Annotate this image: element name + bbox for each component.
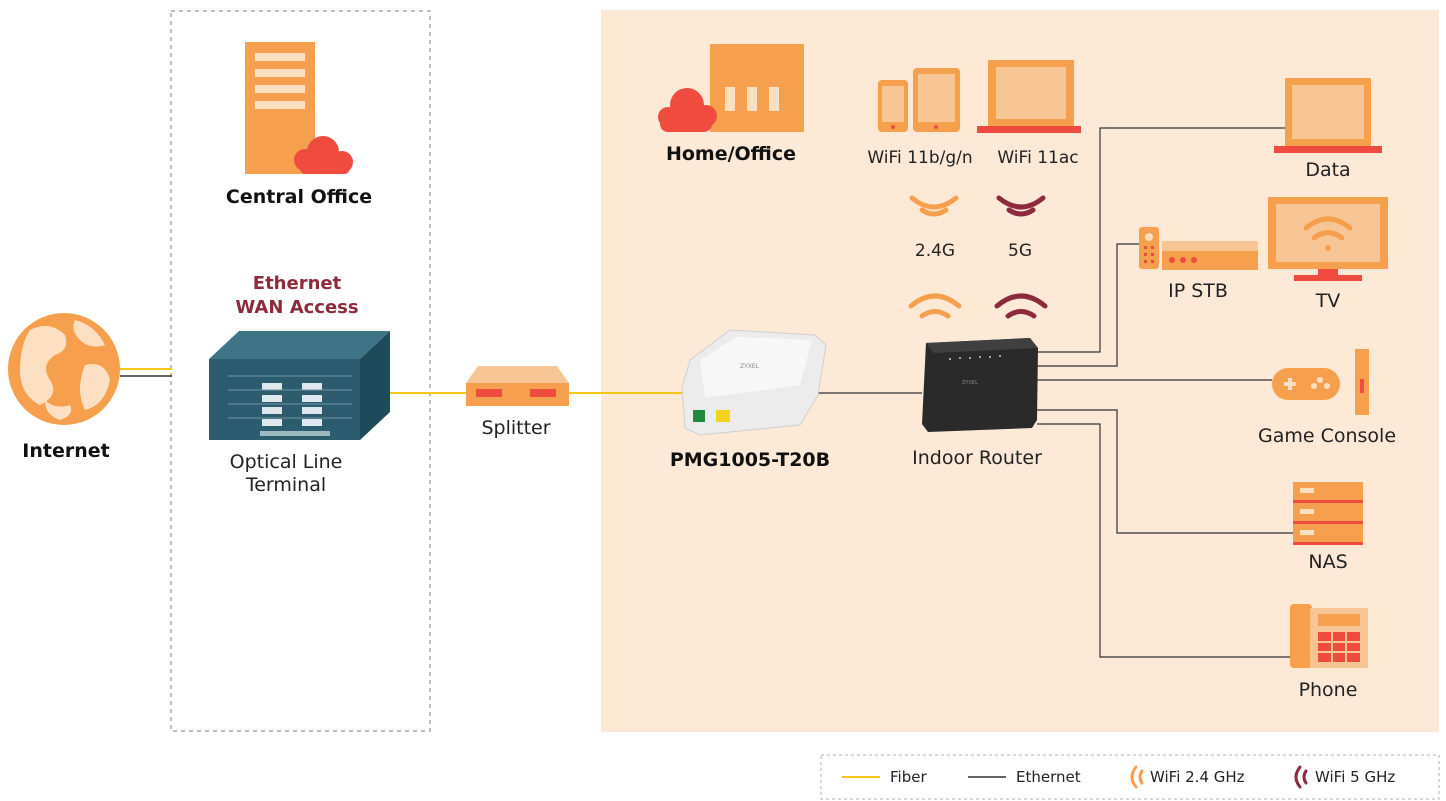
- central-office-label: Central Office: [226, 186, 372, 208]
- phone-tablet-icon: [878, 68, 960, 132]
- band-24-label: 2.4G: [915, 241, 955, 261]
- legend-fiber-label: Fiber: [890, 768, 927, 786]
- legend-wifi24-icon: [1130, 765, 1144, 789]
- router-icon: ZYXEL: [922, 338, 1038, 432]
- nas-label: NAS: [1308, 551, 1347, 573]
- ethernet-line-data: [1037, 127, 1285, 353]
- tv-label: TV: [1315, 290, 1341, 312]
- router-label: Indoor Router: [912, 447, 1042, 469]
- connections: [120, 127, 1293, 658]
- phone-label: Phone: [1299, 679, 1358, 701]
- globe-icon: [8, 313, 120, 425]
- svg-text:ZYXEL: ZYXEL: [962, 380, 978, 386]
- ethernet-wan-label-2: WAN Access: [235, 297, 358, 318]
- internet-label: Internet: [22, 440, 109, 462]
- home-office-label: Home/Office: [666, 143, 796, 165]
- laptop-icon-ac: [977, 60, 1081, 133]
- ip-stb-label: IP STB: [1168, 280, 1228, 302]
- ont-label: PMG1005-T20B: [670, 449, 830, 471]
- central-office-area: [170, 10, 431, 732]
- legend: Fiber Ethernet WiFi 2.4 GHz WiFi 5 GHz: [820, 754, 1440, 800]
- splitter-label: Splitter: [481, 417, 550, 439]
- wifi-n-label: WiFi 11b/g/n: [867, 148, 972, 168]
- ont-device-icon: ZYXEL: [681, 329, 827, 436]
- server-cloud-icon: [245, 42, 353, 174]
- band-5-label: 5G: [1008, 241, 1032, 261]
- wifi5-wave-bottom: [994, 293, 1048, 319]
- ethernet-line-phone: [1037, 423, 1290, 658]
- legend-wifi5-label: WiFi 5 GHz: [1315, 768, 1395, 786]
- gamepad-icon: [1272, 349, 1369, 415]
- svg-text:ZYXEL: ZYXEL: [740, 363, 760, 370]
- olt-label-2: Terminal: [245, 474, 326, 496]
- house-cloud-icon: [658, 44, 804, 132]
- ethernet-line-stb: [1037, 243, 1140, 367]
- splitter-icon: [466, 366, 569, 406]
- ethernet-line-nas: [1037, 409, 1293, 534]
- wifi5-wave-top: [996, 195, 1046, 217]
- wifi-ac-label: WiFi 11ac: [997, 148, 1078, 168]
- legend-wifi24-label: WiFi 2.4 GHz: [1150, 768, 1245, 786]
- set-top-box-icon: [1139, 227, 1258, 270]
- data-label: Data: [1305, 159, 1350, 181]
- tv-icon: [1268, 197, 1388, 281]
- game-console-label: Game Console: [1258, 425, 1396, 447]
- olt-label-1: Optical Line: [230, 451, 343, 473]
- wifi24-wave-top: [909, 195, 959, 217]
- desk-phone-icon: [1290, 604, 1368, 668]
- legend-wifi5-icon: [1294, 765, 1308, 789]
- laptop-icon: [1274, 78, 1382, 153]
- olt-chassis-icon: [209, 331, 390, 440]
- wifi24-wave-bottom: [908, 293, 962, 319]
- ethernet-wan-label-1: Ethernet: [253, 273, 342, 294]
- legend-ethernet-label: Ethernet: [1016, 768, 1081, 786]
- nas-icon: [1293, 482, 1363, 545]
